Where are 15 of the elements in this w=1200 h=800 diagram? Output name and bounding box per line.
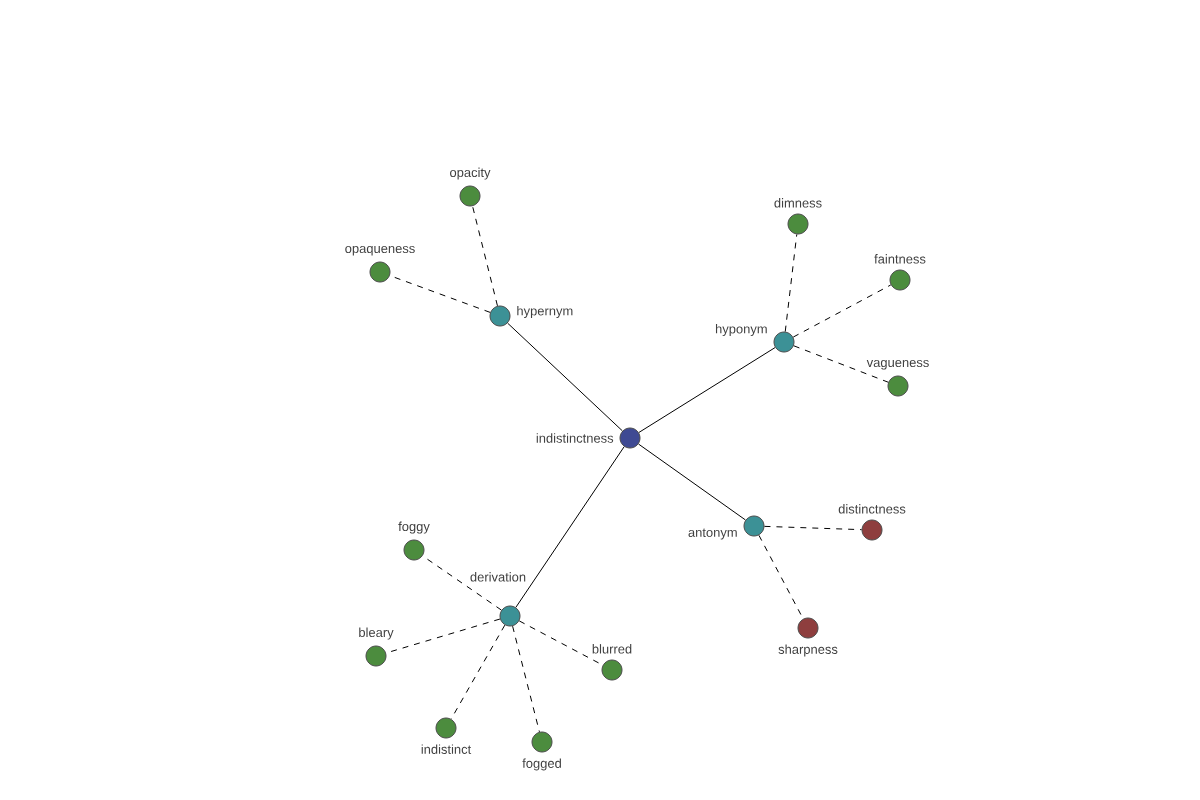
connector-line	[515, 446, 625, 608]
connector-line	[793, 345, 889, 383]
connector-line	[764, 525, 862, 531]
connector-line	[784, 233, 798, 333]
connector-line	[472, 205, 498, 307]
connector-line	[389, 275, 491, 313]
connector-line	[507, 322, 623, 432]
connector-line	[518, 620, 604, 666]
connector-line	[512, 625, 540, 733]
connector-line	[422, 555, 502, 611]
connector-line	[792, 284, 892, 338]
connector-line	[638, 443, 746, 521]
connector-line	[758, 534, 804, 620]
connector-line	[638, 347, 776, 433]
connector-line	[385, 618, 501, 654]
